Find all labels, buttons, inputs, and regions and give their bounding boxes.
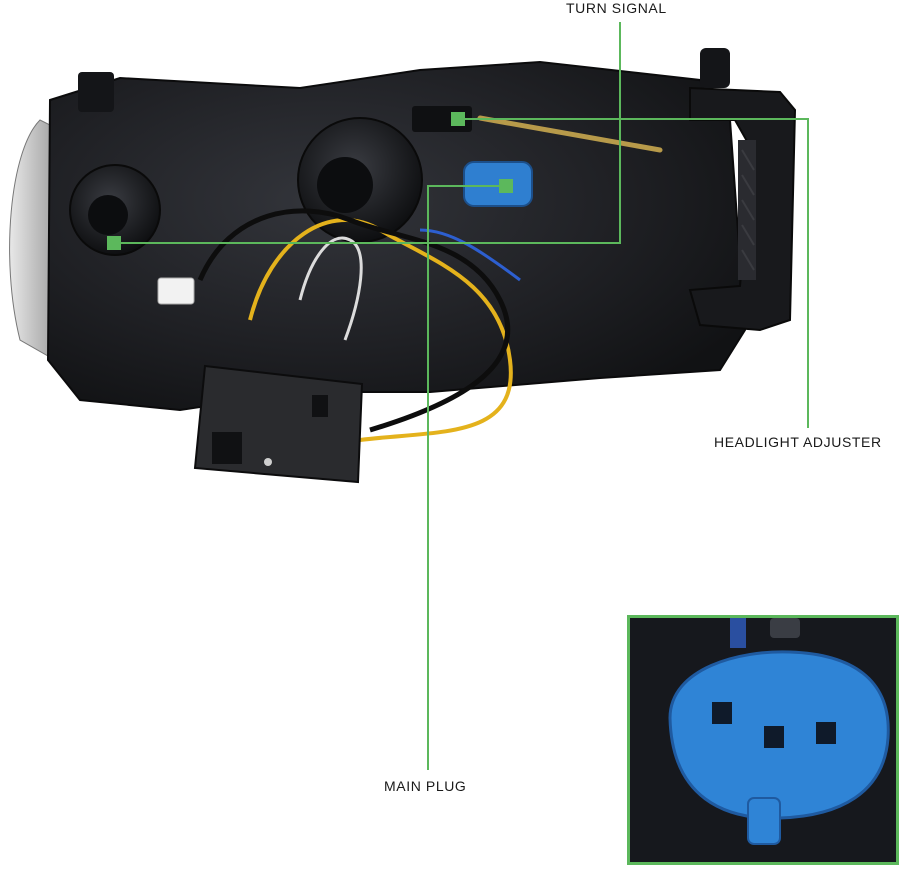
- plug-pin-2: [764, 726, 784, 748]
- wire-white: [298, 236, 363, 341]
- left-bulb-knob: [88, 195, 128, 235]
- plug-closeup-photo: [630, 618, 896, 862]
- adjuster-marker: [451, 112, 465, 126]
- wire-yellow: [248, 218, 513, 442]
- control-module: [193, 364, 364, 484]
- adjuster-screw: [477, 115, 663, 153]
- top-right-clip: [700, 48, 730, 88]
- plug-pin-3: [816, 722, 836, 744]
- headlight-adjuster-label: HEADLIGHT ADJUSTER: [714, 434, 882, 450]
- main-plug-label: MAIN PLUG: [384, 778, 467, 794]
- turn-signal-marker: [107, 236, 121, 250]
- wire-black: [197, 208, 511, 433]
- headlight-lens: [9, 119, 61, 361]
- adjuster-line: [458, 118, 809, 428]
- blue-main-plug: [463, 161, 533, 207]
- bracket-ribs: [741, 149, 755, 271]
- module-screw: [264, 458, 272, 466]
- plug-pin-1: [712, 702, 732, 724]
- callout-lines: [114, 22, 809, 770]
- turn-signal-label: TURN SIGNAL: [566, 0, 667, 16]
- top-left-clip: [78, 72, 114, 112]
- white-connector: [157, 277, 195, 305]
- main-plug-line: [427, 185, 506, 770]
- main-plug-marker: [499, 179, 513, 193]
- turn-signal-line: [114, 22, 621, 244]
- plug-tab: [747, 797, 781, 845]
- plug-closeup-inset: [627, 615, 899, 865]
- center-bulb-core: [317, 157, 373, 213]
- module-socket-left: [212, 432, 242, 464]
- module-socket-right: [312, 395, 328, 417]
